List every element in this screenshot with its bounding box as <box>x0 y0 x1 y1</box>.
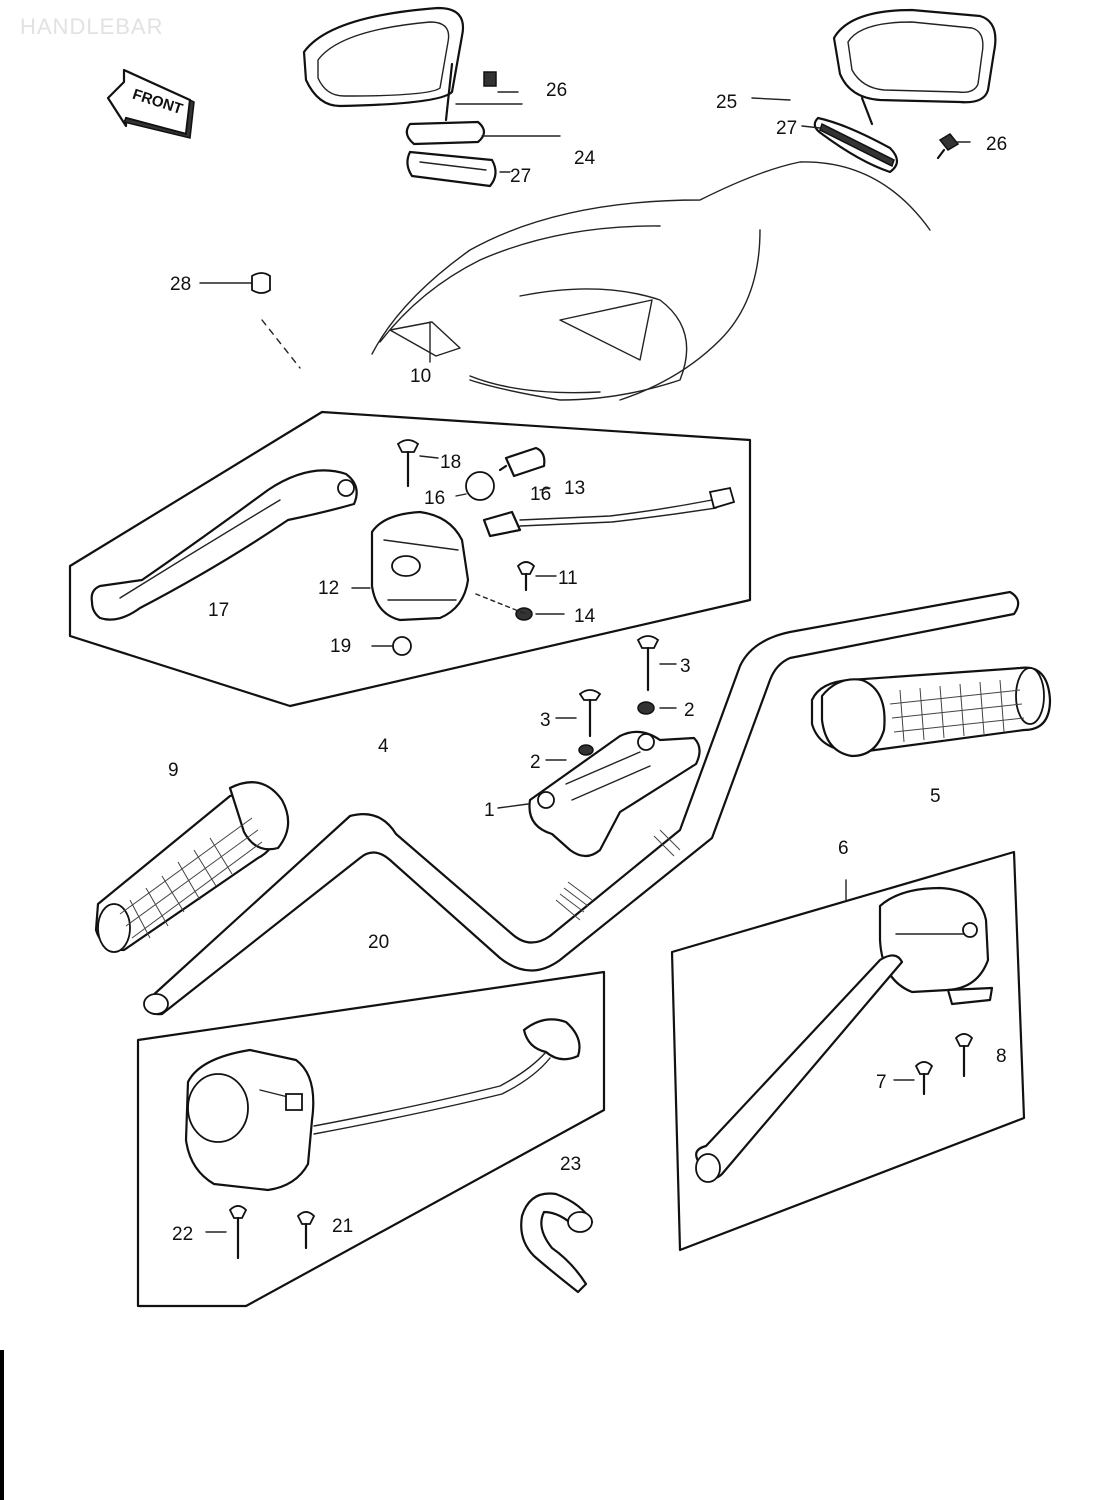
part-label: 13 <box>564 478 585 499</box>
part-label: 7 <box>876 1072 887 1093</box>
part-label: 5 <box>930 786 941 807</box>
left-switch-assembly-box <box>136 970 606 1308</box>
screw-28 <box>199 272 301 369</box>
part-label: 2 <box>530 752 541 773</box>
part-label: 27 <box>776 118 797 139</box>
part-label: 21 <box>332 1216 353 1237</box>
tank-fairing-outline <box>371 161 931 401</box>
part-label: 1 <box>484 800 495 821</box>
right-throttle-grip-5 <box>810 666 1052 758</box>
left-lever-assembly-box <box>68 410 752 708</box>
page-edge-bar <box>0 1350 4 1500</box>
part-label: 20 <box>368 932 389 953</box>
right-lever-assembly-box <box>670 850 1026 1252</box>
part-number-labels: 26 25 27 26 24 27 28 10 18 16 16 13 12 1… <box>168 80 1007 1245</box>
part-label: 14 <box>574 606 596 627</box>
part-label: 18 <box>440 452 461 473</box>
part-label: 23 <box>560 1154 581 1175</box>
front-arrow-icon: FRONT <box>106 68 195 139</box>
part-label: 24 <box>574 148 596 169</box>
part-label: 10 <box>410 366 431 387</box>
left-grip-9 <box>94 781 290 953</box>
clamp-23 <box>520 1192 594 1294</box>
part-label: 19 <box>330 636 351 657</box>
part-label: 11 <box>558 568 578 589</box>
leader-lines <box>351 97 971 809</box>
page-title: HANDLEBAR <box>20 14 164 39</box>
part-label: 3 <box>540 710 551 731</box>
part-label: 26 <box>546 80 567 101</box>
right-mirror <box>813 8 997 174</box>
part-label: 28 <box>170 274 191 295</box>
part-label: 6 <box>838 838 849 859</box>
part-label: 9 <box>168 760 179 781</box>
part-label: 27 <box>510 166 531 187</box>
part-label: 3 <box>680 656 691 677</box>
part-label: 25 <box>716 92 737 113</box>
part-label: 8 <box>996 1046 1007 1067</box>
handlebar-holder-1 <box>528 635 701 858</box>
left-mirror <box>302 6 519 188</box>
part-label: 22 <box>172 1224 193 1245</box>
part-label: 16 <box>530 484 551 505</box>
part-label: 2 <box>684 700 695 721</box>
part-label: 4 <box>378 736 389 757</box>
handlebar-20 <box>143 590 1020 1016</box>
part-label: 16 <box>424 488 445 509</box>
part-label: 26 <box>986 134 1007 155</box>
part-label: 17 <box>208 600 229 621</box>
part-label: 12 <box>318 578 339 599</box>
